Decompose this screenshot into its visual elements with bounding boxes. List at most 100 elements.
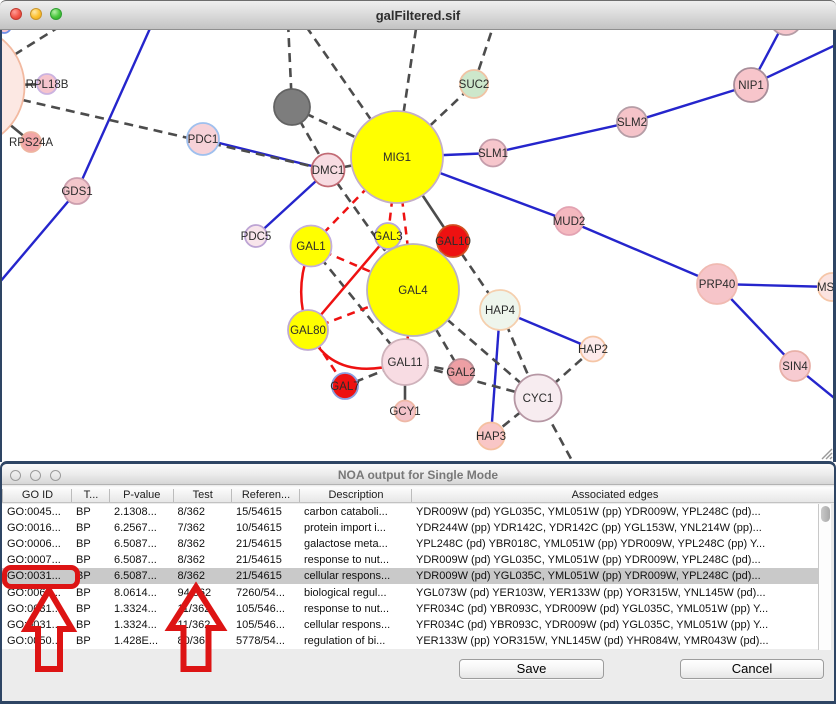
edge-GAL1-GAL11[interactable] [309, 245, 407, 363]
column-header-pvalue[interactable]: P-value [123, 489, 161, 501]
edge-bigleft-x[interactable] [0, 30, 70, 87]
edge-SLM2-NIP1[interactable] [631, 83, 752, 124]
minimize-button-inactive[interactable] [30, 470, 41, 481]
close-button[interactable] [10, 8, 22, 20]
node-bigleft[interactable] [0, 30, 26, 148]
table-header-row[interactable]: GO ID T... P-value Test Referen... Descriptio… [2, 486, 834, 503]
close-button-inactive[interactable] [10, 470, 21, 481]
node-PDC5[interactable] [244, 224, 268, 248]
zoom-button[interactable] [50, 8, 62, 20]
node-GDS1[interactable] [63, 177, 91, 205]
node-label-HAP4: HAP4 [485, 305, 516, 317]
node-SIN4[interactable] [779, 350, 811, 382]
column-header-goid[interactable]: GO ID [21, 489, 54, 501]
node-PDC1[interactable] [186, 122, 220, 156]
node-tinytop[interactable] [0, 30, 11, 34]
node-label-CYC1: CYC1 [523, 393, 554, 405]
minimize-button[interactable] [30, 8, 42, 20]
cell: GO:0006... [7, 538, 61, 551]
cell: BP [76, 506, 91, 518]
vertical-scrollbar[interactable] [818, 504, 831, 650]
zoom-button-inactive[interactable] [50, 470, 61, 481]
node-RPS24A[interactable] [20, 131, 42, 153]
node-GAL7[interactable] [331, 372, 359, 400]
column-separator [299, 489, 300, 502]
edge-SLM1-SLM2[interactable] [492, 120, 633, 155]
cell: BP [76, 634, 91, 647]
node-HAP2[interactable] [579, 335, 607, 363]
column-header-t[interactable]: T... [83, 489, 99, 501]
edge-x-GDS1[interactable] [75, 30, 152, 192]
node-SLM1[interactable] [478, 138, 508, 168]
node-GAL11[interactable] [381, 338, 429, 386]
edge-bigleft-RPS24A[interactable] [0, 87, 32, 144]
node-DMC1[interactable] [310, 152, 346, 188]
node-RPL18B[interactable] [36, 73, 58, 95]
node-GAL3[interactable] [374, 222, 402, 250]
node-MIG1[interactable] [350, 110, 444, 204]
cell: 6.5087... [114, 554, 157, 567]
node-GAL1[interactable] [289, 224, 333, 268]
cell: GO:0050... [7, 634, 61, 647]
node-label-HAP2: HAP2 [578, 344, 608, 356]
node-GAL2[interactable] [447, 358, 475, 386]
node-SUC2[interactable] [459, 69, 489, 99]
save-button[interactable]: Save [459, 659, 604, 679]
node-GAL10[interactable] [436, 224, 470, 258]
node-CYC1[interactable] [513, 373, 563, 423]
node-NIP1[interactable] [733, 67, 769, 103]
node-label-SLM2: SLM2 [617, 117, 647, 129]
node-PRP40[interactable] [696, 263, 738, 305]
edge-HAP4-HAP3[interactable] [489, 309, 502, 437]
node-HAP3[interactable] [476, 421, 506, 451]
edge-GAL80-GAL7[interactable] [306, 329, 347, 387]
edge-SUC2-x[interactable] [472, 30, 494, 85]
edge-PDC1-DMC1[interactable] [202, 137, 329, 172]
node-HAP4[interactable] [479, 289, 521, 331]
node-GAL4[interactable] [366, 243, 460, 337]
node-label-GCY1: GCY1 [389, 406, 420, 418]
node-gray[interactable] [273, 88, 311, 126]
column-header-description[interactable]: Description [328, 489, 384, 501]
table-right-gap [831, 504, 834, 650]
cell: YDR009W (pd) YGL035C, YML051W (pp) YDR00… [416, 570, 761, 583]
node-SLM2[interactable] [616, 106, 648, 138]
network-graph[interactable]: RPL18BRPS24AGDS1PDC1DMC1MIG1PDC5SUC2SLM1… [0, 30, 836, 462]
column-header-test[interactable]: Test [192, 489, 213, 501]
network-window-titlebar[interactable]: galFiltered.sif [0, 0, 836, 30]
column-header-associatededges[interactable]: Associated edges [571, 489, 659, 501]
edge-GDS1-x[interactable] [0, 190, 78, 289]
resize-grip-icon[interactable] [819, 446, 833, 460]
node-GAL80[interactable] [287, 309, 329, 351]
edge-MUD2-PRP40[interactable] [568, 219, 718, 286]
node-MUD2[interactable] [554, 206, 584, 236]
node-label-PDC1: PDC1 [188, 134, 219, 146]
edge-GAL4-CYC1[interactable] [412, 289, 539, 399]
node-label-GAL10: GAL10 [435, 236, 471, 248]
cell: 1.3324... [114, 602, 157, 615]
edge-CYC1-x[interactable] [536, 397, 576, 462]
column-header-referen[interactable]: Referen... [241, 489, 291, 501]
scrollbar-thumb[interactable] [821, 506, 830, 522]
cancel-button[interactable]: Cancel [680, 659, 824, 679]
node-GCY1[interactable] [393, 399, 417, 423]
edge-bigleft-DMC1[interactable] [0, 87, 329, 172]
edge-MIG1-x[interactable] [303, 30, 399, 158]
node-MSL1[interactable] [817, 272, 836, 302]
noa-window-titlebar[interactable]: NOA output for Single Mode [2, 464, 834, 485]
column-separator [109, 489, 110, 502]
cell: 8/362 [177, 554, 206, 567]
node-toppartial[interactable] [770, 30, 802, 36]
cell: 15/54615 [236, 506, 282, 518]
